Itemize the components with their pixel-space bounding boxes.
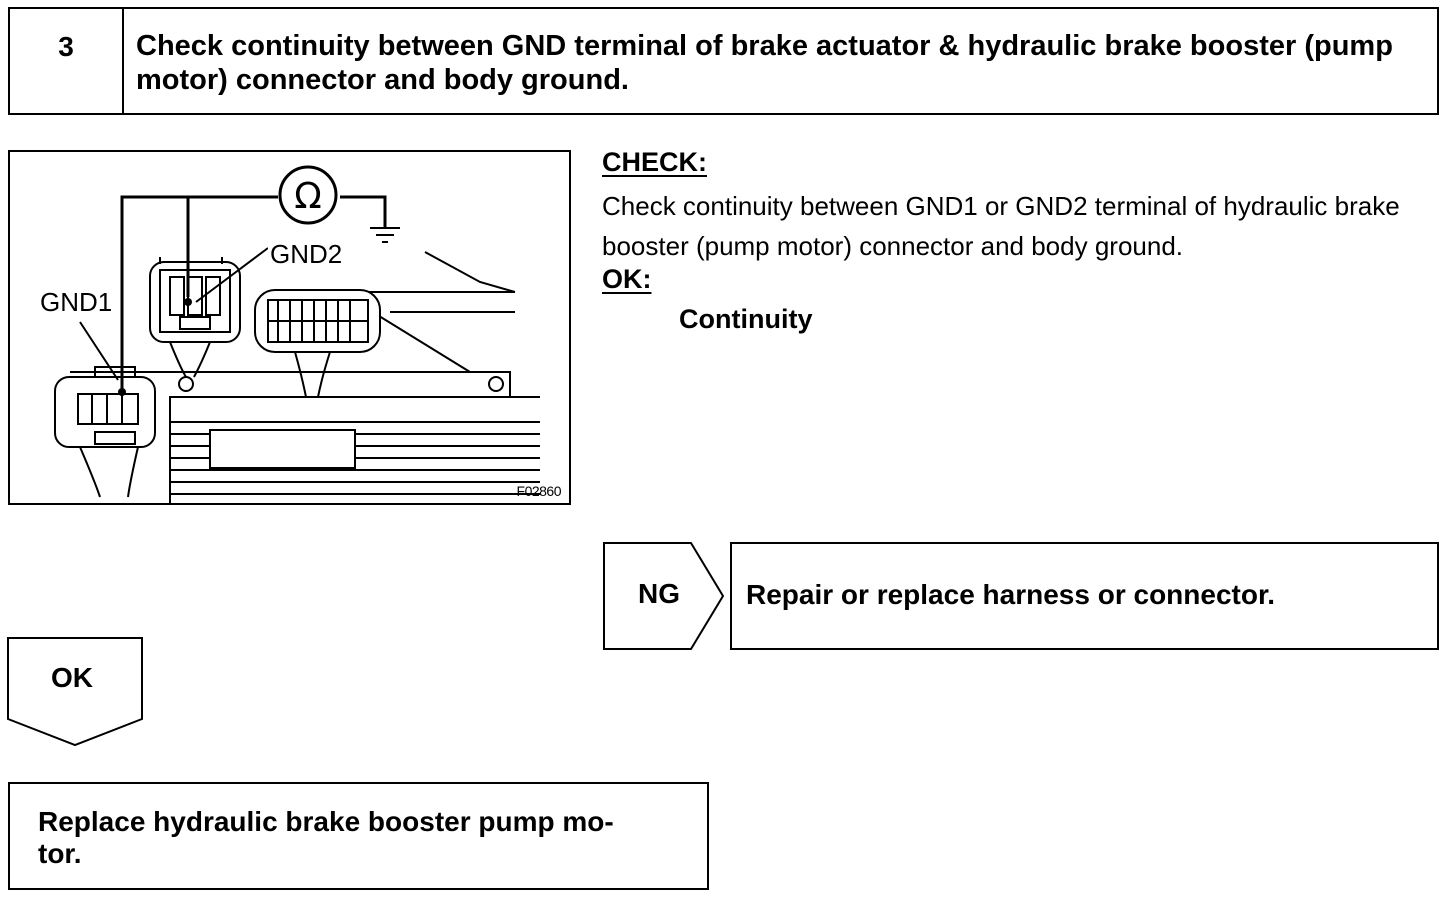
ng-action-text: Repair or replace harness or connector. <box>746 579 1276 610</box>
step-number: 3 <box>10 9 124 113</box>
middle-connector-icon <box>254 289 381 398</box>
connector-diagram: Ω GND2 GND1 F02860 <box>8 150 571 505</box>
gnd1-connector-icon <box>54 366 156 498</box>
gnd1-label: GND1 <box>38 287 115 317</box>
ng-arrow-icon <box>603 542 725 650</box>
step-header: 3 Check continuity between GND terminal … <box>8 7 1439 115</box>
connector-illustration: Ω <box>54 165 540 503</box>
ohm-symbol: Ω <box>294 176 322 217</box>
ok-arrow-icon <box>7 637 143 747</box>
gnd2-label: GND2 <box>268 239 345 269</box>
ok-action-box: Replace hydraulic brake booster pump mo-… <box>8 782 709 890</box>
ground-symbol-icon <box>370 227 400 243</box>
ok-label: OK <box>51 662 93 693</box>
ok-heading: OK: <box>602 264 652 294</box>
check-heading: CHECK: <box>602 147 707 177</box>
ng-label: NG <box>638 578 680 609</box>
check-description: Check continuity between GND1 or GND2 te… <box>602 191 1400 261</box>
ng-action-box: Repair or replace harness or connector. <box>730 542 1439 650</box>
step-title: Check continuity between GND terminal of… <box>136 30 1393 96</box>
gnd2-connector-icon <box>149 257 241 378</box>
ok-criteria: Continuity <box>679 304 813 334</box>
figure-code: F02860 <box>516 483 562 499</box>
ohmmeter-icon: Ω <box>278 165 338 225</box>
ok-action-text: Replace hydraulic brake booster pump mo-… <box>38 806 614 869</box>
